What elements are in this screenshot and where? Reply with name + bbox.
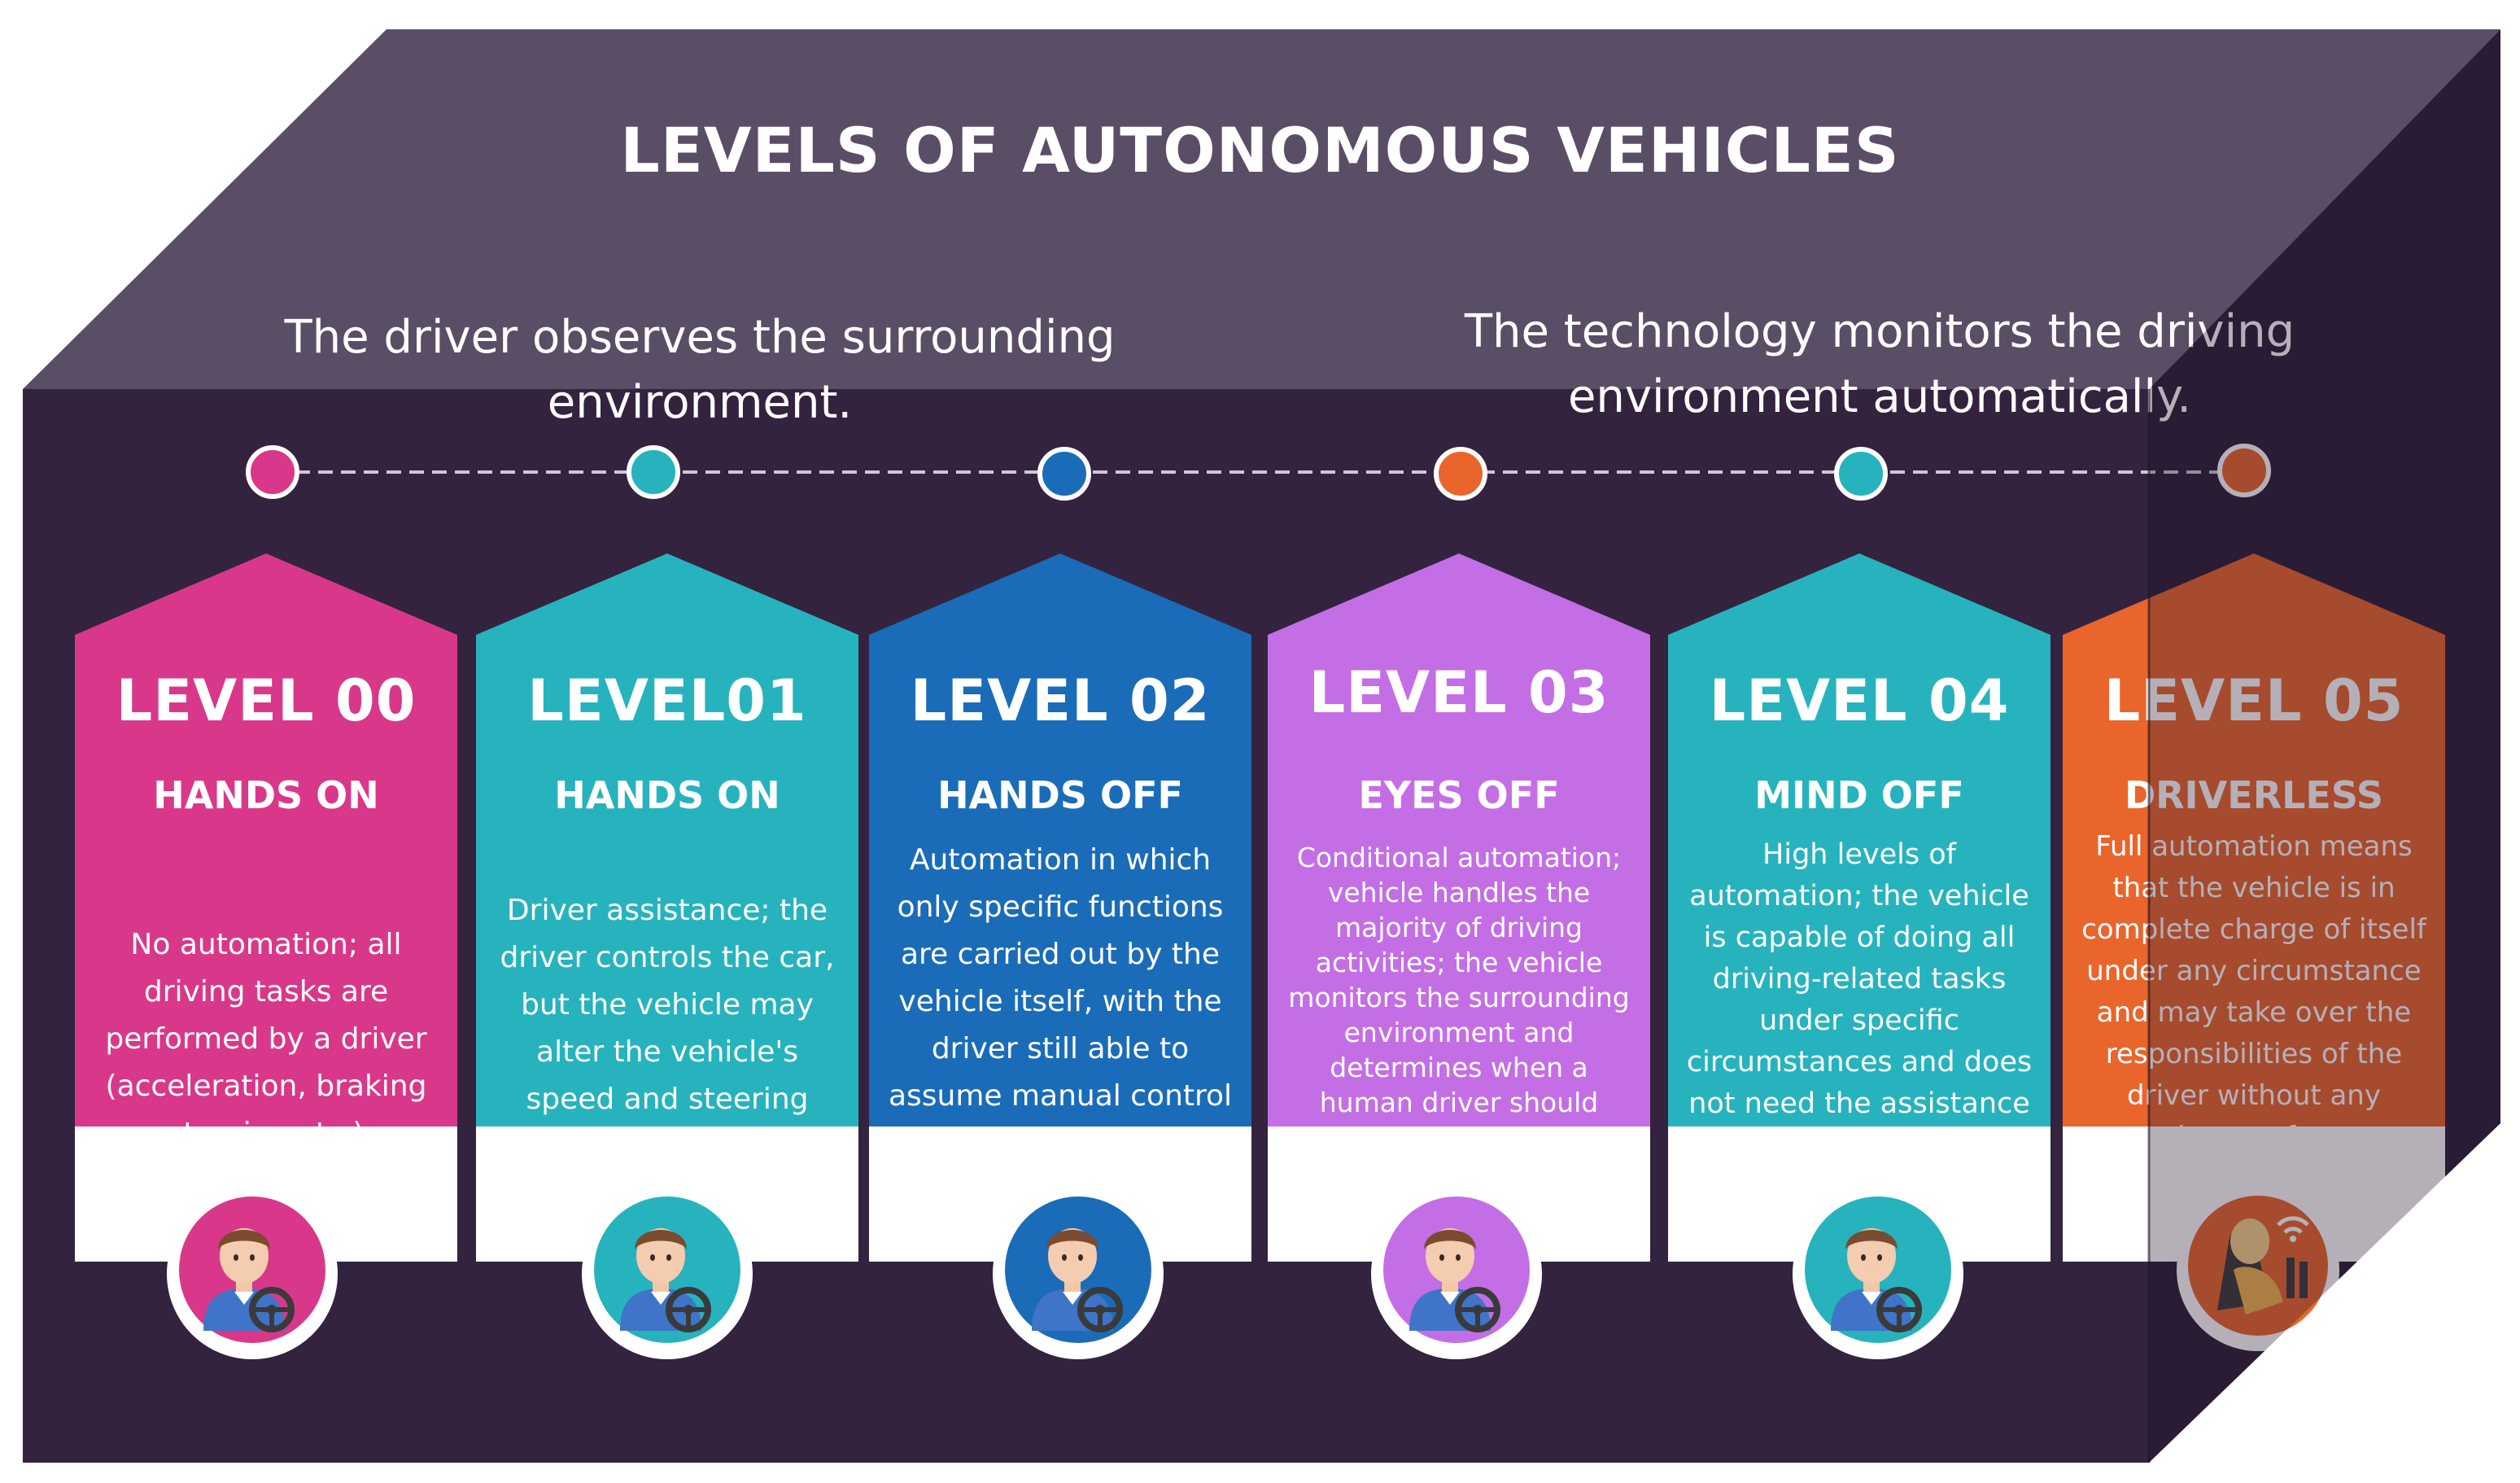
level-card-00: LEVEL 00 HANDS ON No automation; all dri… xyxy=(75,553,457,1262)
relaxed-passenger-wifi-icon xyxy=(2217,1216,2309,1315)
avatar-level-00 xyxy=(167,1188,338,1359)
level-subtitle: EYES OFF xyxy=(1358,773,1560,817)
level-card-03: LEVEL 03 EYES OFF Conditional automation… xyxy=(1268,553,1650,1262)
level-description: Driver assistance; the driver controls t… xyxy=(500,894,835,1163)
level-subtitle: HANDS OFF xyxy=(937,773,1183,817)
box-top-face xyxy=(23,29,2500,389)
level-description: Automation in which only specific functi… xyxy=(888,843,1233,1160)
driver-observes-note: The driver observes the surrounding envi… xyxy=(284,311,1116,429)
level-title: LEVEL 00 xyxy=(116,667,417,734)
timeline-dot-5 xyxy=(2217,444,2271,497)
technology-monitors-note: The technology monitors the driving envi… xyxy=(1464,305,2295,423)
timeline-dot-0 xyxy=(246,445,299,499)
level-title: LEVEL 02 xyxy=(910,667,1211,734)
level-description: Conditional automation; vehicle handles … xyxy=(1288,842,1630,1153)
level-subtitle: MIND OFF xyxy=(1754,773,1964,817)
timeline-dot-3 xyxy=(1434,447,1487,501)
timeline-dot-1 xyxy=(627,445,680,499)
timeline-dot-4 xyxy=(1834,447,1888,501)
avatar-level-04 xyxy=(1793,1188,1963,1359)
page-title: LEVELS OF AUTONOMOUS VEHICLES xyxy=(620,114,1900,186)
level-title: LEVEL 05 xyxy=(2103,667,2404,734)
level-subtitle: HANDS ON xyxy=(554,773,780,817)
level-title: LEVEL 03 xyxy=(1308,659,1609,726)
avatar-level-02 xyxy=(993,1188,1164,1359)
level-subtitle: DRIVERLESS xyxy=(2124,773,2384,817)
avatar-level-05 xyxy=(2177,1188,2339,1351)
level-subtitle: HANDS ON xyxy=(153,773,379,817)
card-shape xyxy=(2063,553,2445,1262)
timeline-dot-2 xyxy=(1037,447,1091,501)
level-description: No automation; all driving tasks are per… xyxy=(105,928,427,1150)
level-card-02: LEVEL 02 HANDS OFF Automation in which o… xyxy=(869,553,1251,1262)
avatar-level-01 xyxy=(582,1188,753,1359)
card-shape xyxy=(869,553,1251,1262)
level-title: LEVEL 04 xyxy=(1709,667,2010,734)
level-card-04: LEVEL 04 MIND OFF High levels of automat… xyxy=(1668,553,2051,1262)
level-title: LEVEL01 xyxy=(527,667,807,734)
avatar-level-03 xyxy=(1371,1188,1542,1359)
level-description: High levels of automation; the vehicle i… xyxy=(1686,838,2033,1161)
